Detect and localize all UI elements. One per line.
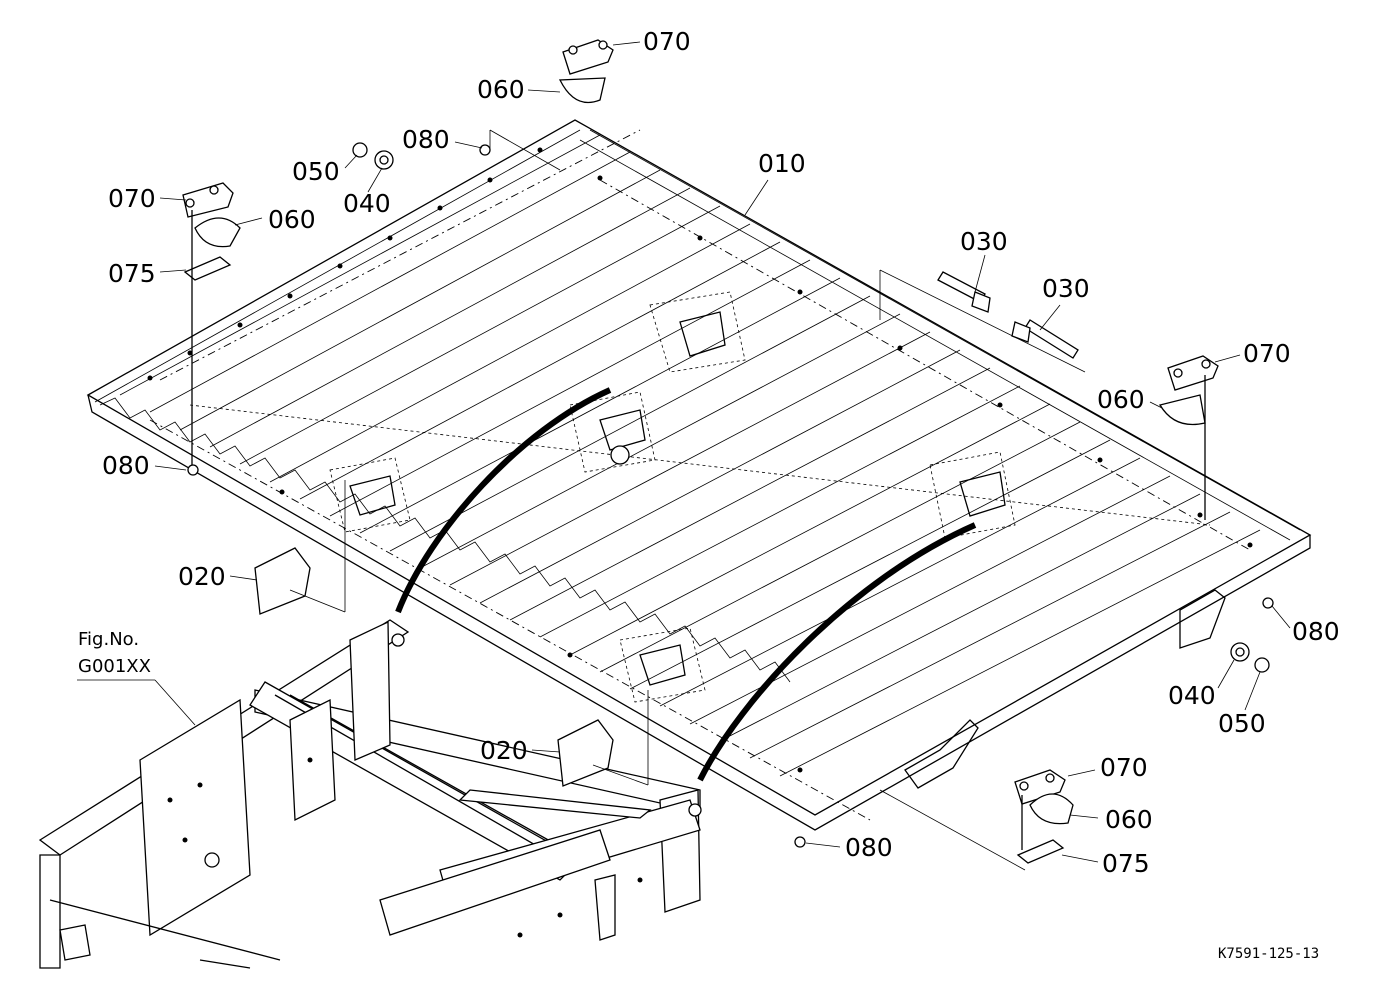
callout-030-b: 030 (1042, 274, 1090, 303)
strap-right (697, 522, 977, 782)
callout-070-left: 070 (108, 184, 156, 213)
callout-080-left: 080 (102, 451, 150, 480)
callout-020-left: 020 (178, 562, 226, 591)
callout-080-bottom: 080 (845, 833, 893, 862)
bed-floor-panel (86, 119, 1312, 831)
chassis-frame (38, 619, 702, 969)
callout-040-right: 040 (1168, 681, 1216, 710)
callout-070-right: 070 (1243, 339, 1291, 368)
callout-040-left: 040 (343, 189, 391, 218)
fig-ref-number: G001XX (78, 656, 151, 677)
fig-ref-label: Fig.No. (78, 629, 139, 650)
callout-075-bottom: 075 (1102, 849, 1150, 878)
callout-080-top: 080 (402, 125, 450, 154)
callout-060-top: 060 (477, 75, 525, 104)
hardware-parts (182, 39, 1274, 864)
leader-lines (77, 41, 1291, 871)
callout-060-bottom: 060 (1105, 805, 1153, 834)
callout-070-bottom: 070 (1100, 753, 1148, 782)
strap-left (395, 387, 612, 614)
callout-050-right: 050 (1218, 709, 1266, 738)
callout-020-mid: 020 (480, 736, 528, 765)
callout-030-a: 030 (960, 227, 1008, 256)
callout-010: 010 (758, 149, 806, 178)
callout-060-left: 060 (268, 205, 316, 234)
callout-070-top: 070 (643, 27, 691, 56)
callout-050-left: 050 (292, 157, 340, 186)
drawing-id: K7591-125-13 (1218, 946, 1319, 962)
callout-060-right: 060 (1097, 385, 1145, 414)
callout-075-left: 075 (108, 259, 156, 288)
callout-080-right: 080 (1292, 617, 1340, 646)
